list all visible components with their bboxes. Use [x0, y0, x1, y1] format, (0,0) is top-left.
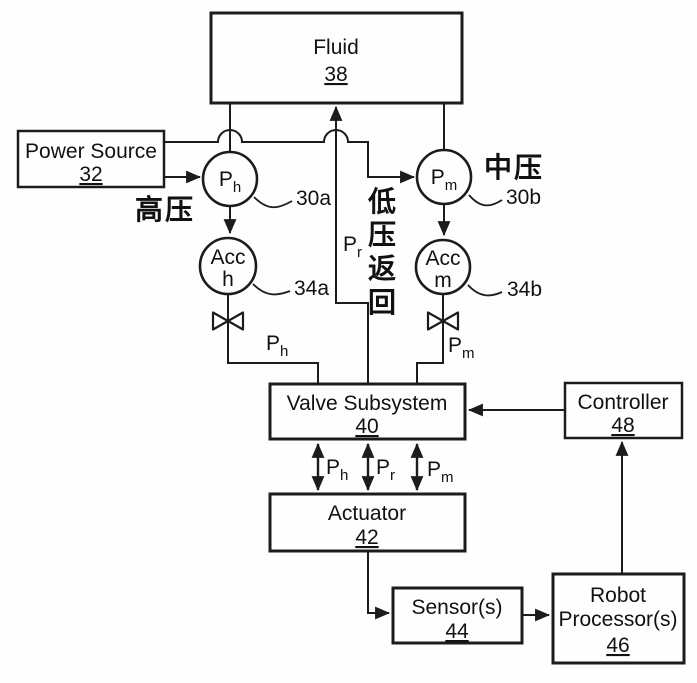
accumulator-m-circle	[414, 238, 472, 296]
annotation-low-pressure-return-char-3: 回	[368, 287, 396, 318]
label-pr-lower: Pr	[376, 456, 395, 484]
annotation-high-pressure: 高压	[135, 194, 195, 225]
annotation-medium-pressure: 中压	[484, 152, 544, 183]
callout-30b: 30b	[506, 186, 541, 209]
sensors-label: Sensor(s)	[411, 596, 502, 619]
fluid-box	[209, 11, 464, 105]
power-source-ref: 32	[79, 163, 102, 186]
pump-m-label: Pm	[431, 166, 458, 194]
label-pr-line: Pr	[343, 233, 362, 261]
annotation-low-pressure-return-char-0: 低	[367, 186, 396, 217]
callout-line-34a	[252, 283, 291, 296]
callout-34a: 34a	[294, 277, 329, 300]
fluid-ref: 38	[324, 63, 347, 86]
valve-subsystem-box	[268, 382, 467, 441]
line-acc-h-to-valve-subsystem	[227, 294, 319, 384]
power-source-box	[16, 129, 166, 189]
arrow-pr-return-to-fluid	[329, 105, 369, 384]
valve-subsystem-ref: 40	[355, 415, 378, 438]
actuator-ref: 42	[355, 526, 378, 549]
accumulator-m-label-line1: Acc	[425, 247, 460, 270]
robot-processors-label-line1: Robot	[590, 584, 646, 607]
fluid-label: Fluid	[313, 36, 359, 59]
pump-h-circle	[201, 150, 259, 208]
callout-line-30b	[468, 194, 503, 207]
actuator-label: Actuator	[328, 502, 406, 525]
line-acc-m-to-valve-subsystem	[416, 294, 444, 384]
arrow-power-to-pump-m	[164, 129, 416, 184]
accumulator-h-label-line2: h	[222, 268, 234, 291]
annotation-low-pressure-return-char-2: 返	[368, 253, 396, 284]
annotation-low-pressure-return-char-1: 压	[368, 219, 396, 250]
callout-line-30a	[253, 196, 293, 209]
power-source-label: Power Source	[25, 140, 157, 163]
robot-processors-box	[551, 572, 686, 665]
controller-label: Controller	[577, 391, 668, 414]
sensors-ref: 44	[445, 620, 469, 643]
label-pm-lower: Pm	[427, 458, 454, 486]
accumulator-h-label-line1: Acc	[210, 246, 245, 269]
robot-processors-ref: 46	[606, 634, 629, 657]
controller-ref: 48	[611, 414, 634, 437]
valve-icon-m	[426, 311, 460, 331]
pump-h-label: Ph	[219, 168, 241, 196]
callout-30a: 30a	[296, 187, 331, 210]
robot-processors-label-line2: Processor(s)	[558, 608, 677, 631]
actuator-box	[268, 492, 467, 553]
controller-box	[563, 381, 684, 440]
callout-line-34b	[467, 284, 503, 297]
valve-icon-h	[211, 311, 245, 331]
label-pm-upper: Pm	[448, 334, 475, 362]
callout-34b: 34b	[507, 278, 542, 301]
valve-subsystem-label: Valve Subsystem	[287, 392, 448, 415]
sensors-box	[391, 586, 524, 645]
pump-m-circle	[415, 148, 473, 206]
accumulator-h-circle	[198, 236, 258, 296]
label-ph-upper: Ph	[266, 332, 288, 360]
label-ph-lower: Ph	[326, 456, 348, 484]
arrow-actuator-to-sensors	[367, 551, 391, 620]
accumulator-m-label-line2: m	[434, 269, 452, 292]
